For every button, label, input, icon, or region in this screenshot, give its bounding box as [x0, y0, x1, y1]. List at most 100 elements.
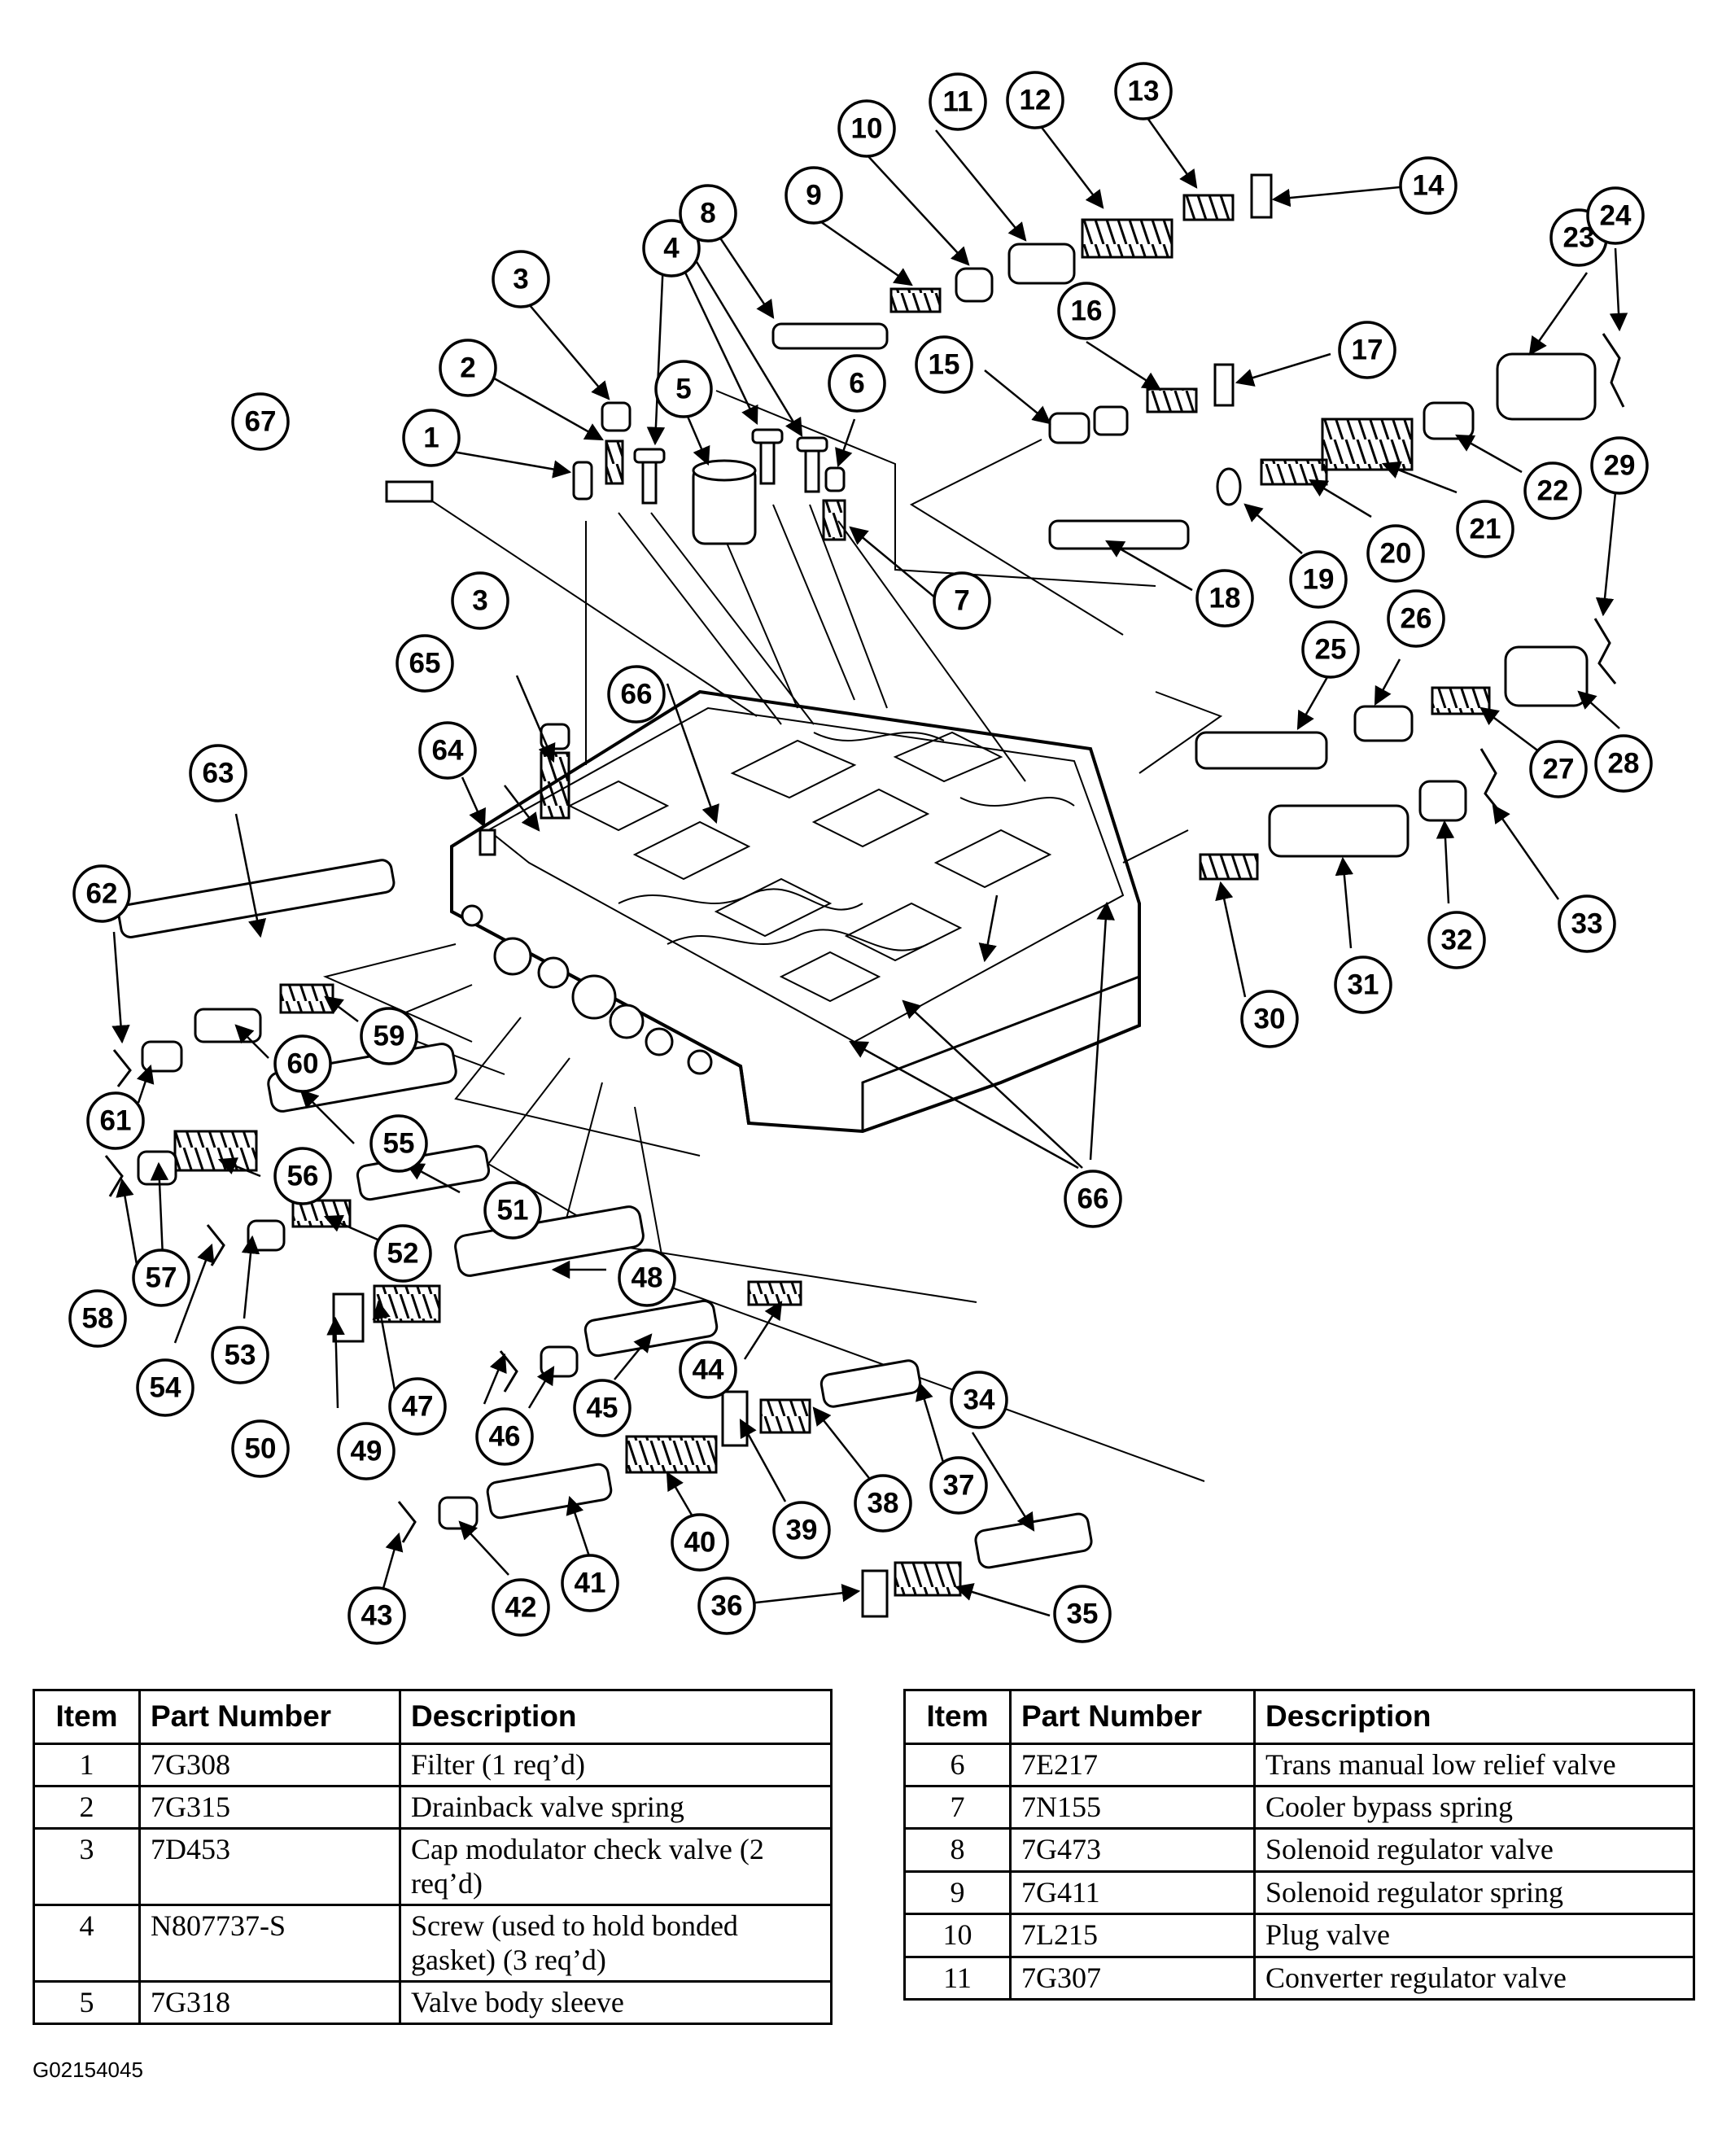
svg-text:57: 57	[146, 1262, 177, 1294]
row-item: 8	[903, 1827, 1012, 1873]
callout-47: 47	[388, 1377, 447, 1436]
svg-text:3: 3	[513, 264, 528, 295]
svg-text:7: 7	[954, 585, 969, 617]
svg-text:22: 22	[1537, 475, 1569, 507]
svg-text:26: 26	[1401, 603, 1432, 635]
table-header-row: Item Part Number Description	[33, 1689, 833, 1745]
table-row: 8 7G473 Solenoid regulator valve	[903, 1827, 1695, 1873]
callout-52: 52	[374, 1224, 432, 1283]
callout-55: 55	[369, 1114, 428, 1173]
callout-31: 31	[1334, 956, 1392, 1014]
row-item: 1	[33, 1742, 141, 1787]
svg-text:34: 34	[964, 1384, 995, 1416]
svg-text:5: 5	[675, 374, 691, 405]
row-item: 6	[903, 1742, 1012, 1787]
callout-6: 6	[828, 354, 886, 413]
callout-16: 16	[1057, 282, 1116, 340]
row-description: Cap modulator check valve (2 req’d)	[399, 1827, 833, 1907]
callout-15: 15	[915, 335, 973, 394]
callout-14: 14	[1399, 156, 1458, 215]
row-description: Filter (1 req’d)	[399, 1742, 833, 1787]
callout-4: 4	[642, 219, 701, 278]
callout-65: 65	[396, 634, 454, 693]
svg-text:51: 51	[497, 1195, 529, 1227]
callout-63: 63	[189, 744, 247, 802]
callout-54: 54	[136, 1358, 194, 1417]
callout-61: 61	[86, 1091, 145, 1150]
svg-text:41: 41	[575, 1568, 606, 1599]
svg-text:54: 54	[150, 1372, 181, 1404]
svg-text:27: 27	[1543, 754, 1575, 785]
callout-37: 37	[929, 1456, 988, 1515]
svg-text:49: 49	[351, 1436, 382, 1467]
callout-13: 13	[1114, 62, 1173, 120]
callout-3-body: 3	[451, 571, 509, 630]
svg-text:28: 28	[1608, 748, 1640, 780]
svg-text:20: 20	[1380, 538, 1412, 570]
row-item: 4	[33, 1904, 141, 1983]
callout-41: 41	[561, 1554, 619, 1612]
callout-45: 45	[573, 1379, 632, 1437]
callout-7: 7	[933, 571, 991, 630]
svg-text:32: 32	[1441, 925, 1473, 956]
callout-20: 20	[1366, 524, 1425, 583]
callout-50: 50	[231, 1419, 290, 1478]
svg-text:11: 11	[943, 86, 973, 118]
row-description: Valve body sleeve	[399, 1979, 833, 2026]
callout-67: 67	[231, 392, 290, 451]
svg-text:47: 47	[402, 1391, 434, 1423]
svg-text:33: 33	[1571, 908, 1603, 940]
svg-text:38: 38	[868, 1488, 899, 1520]
row-part-number: 7G318	[138, 1979, 401, 2026]
row-part-number: 7G473	[1009, 1827, 1256, 1873]
parts-table-left: Item Part Number Description 1 7G308 Fil…	[33, 1689, 833, 2026]
callout-42: 42	[492, 1578, 550, 1637]
callout-21: 21	[1456, 500, 1514, 558]
row-part-number: 7G308	[138, 1742, 401, 1787]
row-part-number: 7G411	[1009, 1870, 1256, 1916]
table-row: 9 7G411 Solenoid regulator spring	[903, 1870, 1695, 1916]
header-description: Description	[399, 1689, 833, 1745]
svg-text:25: 25	[1315, 634, 1347, 666]
parts-table-right: Item Part Number Description 6 7E217 Tra…	[903, 1689, 1695, 2001]
row-description: Converter regulator valve	[1253, 1955, 1695, 2001]
callout-25: 25	[1301, 620, 1360, 679]
callout-35: 35	[1053, 1585, 1112, 1643]
callout-28: 28	[1594, 734, 1653, 793]
callout-22: 22	[1523, 461, 1582, 520]
header-description: Description	[1253, 1689, 1695, 1745]
callout-60: 60	[273, 1034, 332, 1093]
svg-text:39: 39	[786, 1515, 818, 1546]
table-row: 3 7D453 Cap modulator check valve (2 req…	[33, 1827, 833, 1907]
header-item: Item	[903, 1689, 1012, 1745]
callout-12: 12	[1006, 71, 1064, 129]
header-item: Item	[33, 1689, 141, 1745]
svg-text:14: 14	[1413, 170, 1444, 202]
row-part-number: 7N155	[1009, 1784, 1256, 1830]
callout-48: 48	[618, 1249, 676, 1307]
callout-5: 5	[654, 360, 713, 418]
callout-3-top: 3	[492, 250, 550, 308]
row-item: 2	[33, 1784, 141, 1830]
svg-text:12: 12	[1020, 85, 1051, 116]
callout-33: 33	[1558, 894, 1616, 953]
arrow-pointers	[111, 117, 1628, 1617]
valve-body-exploded-diagram: 1 2 3 3 4 5 6 7 8 9 10 11 12 13 14 15 16…	[68, 62, 1653, 1645]
table-row: 2 7G315 Drainback valve spring	[33, 1784, 833, 1830]
callout-24: 24	[1586, 186, 1645, 245]
svg-text:59: 59	[374, 1021, 405, 1052]
callout-49: 49	[337, 1422, 396, 1480]
row-description: Drainback valve spring	[399, 1784, 833, 1830]
callout-44: 44	[679, 1340, 737, 1399]
callout-53: 53	[211, 1326, 269, 1384]
svg-text:62: 62	[86, 878, 118, 910]
svg-text:58: 58	[82, 1303, 114, 1335]
callout-59: 59	[360, 1007, 418, 1065]
callout-39: 39	[772, 1501, 831, 1559]
callout-18: 18	[1195, 569, 1254, 628]
svg-text:2: 2	[460, 352, 475, 384]
svg-text:45: 45	[587, 1393, 618, 1424]
callout-64: 64	[418, 721, 477, 780]
svg-text:63: 63	[203, 758, 234, 789]
svg-text:15: 15	[929, 349, 960, 381]
